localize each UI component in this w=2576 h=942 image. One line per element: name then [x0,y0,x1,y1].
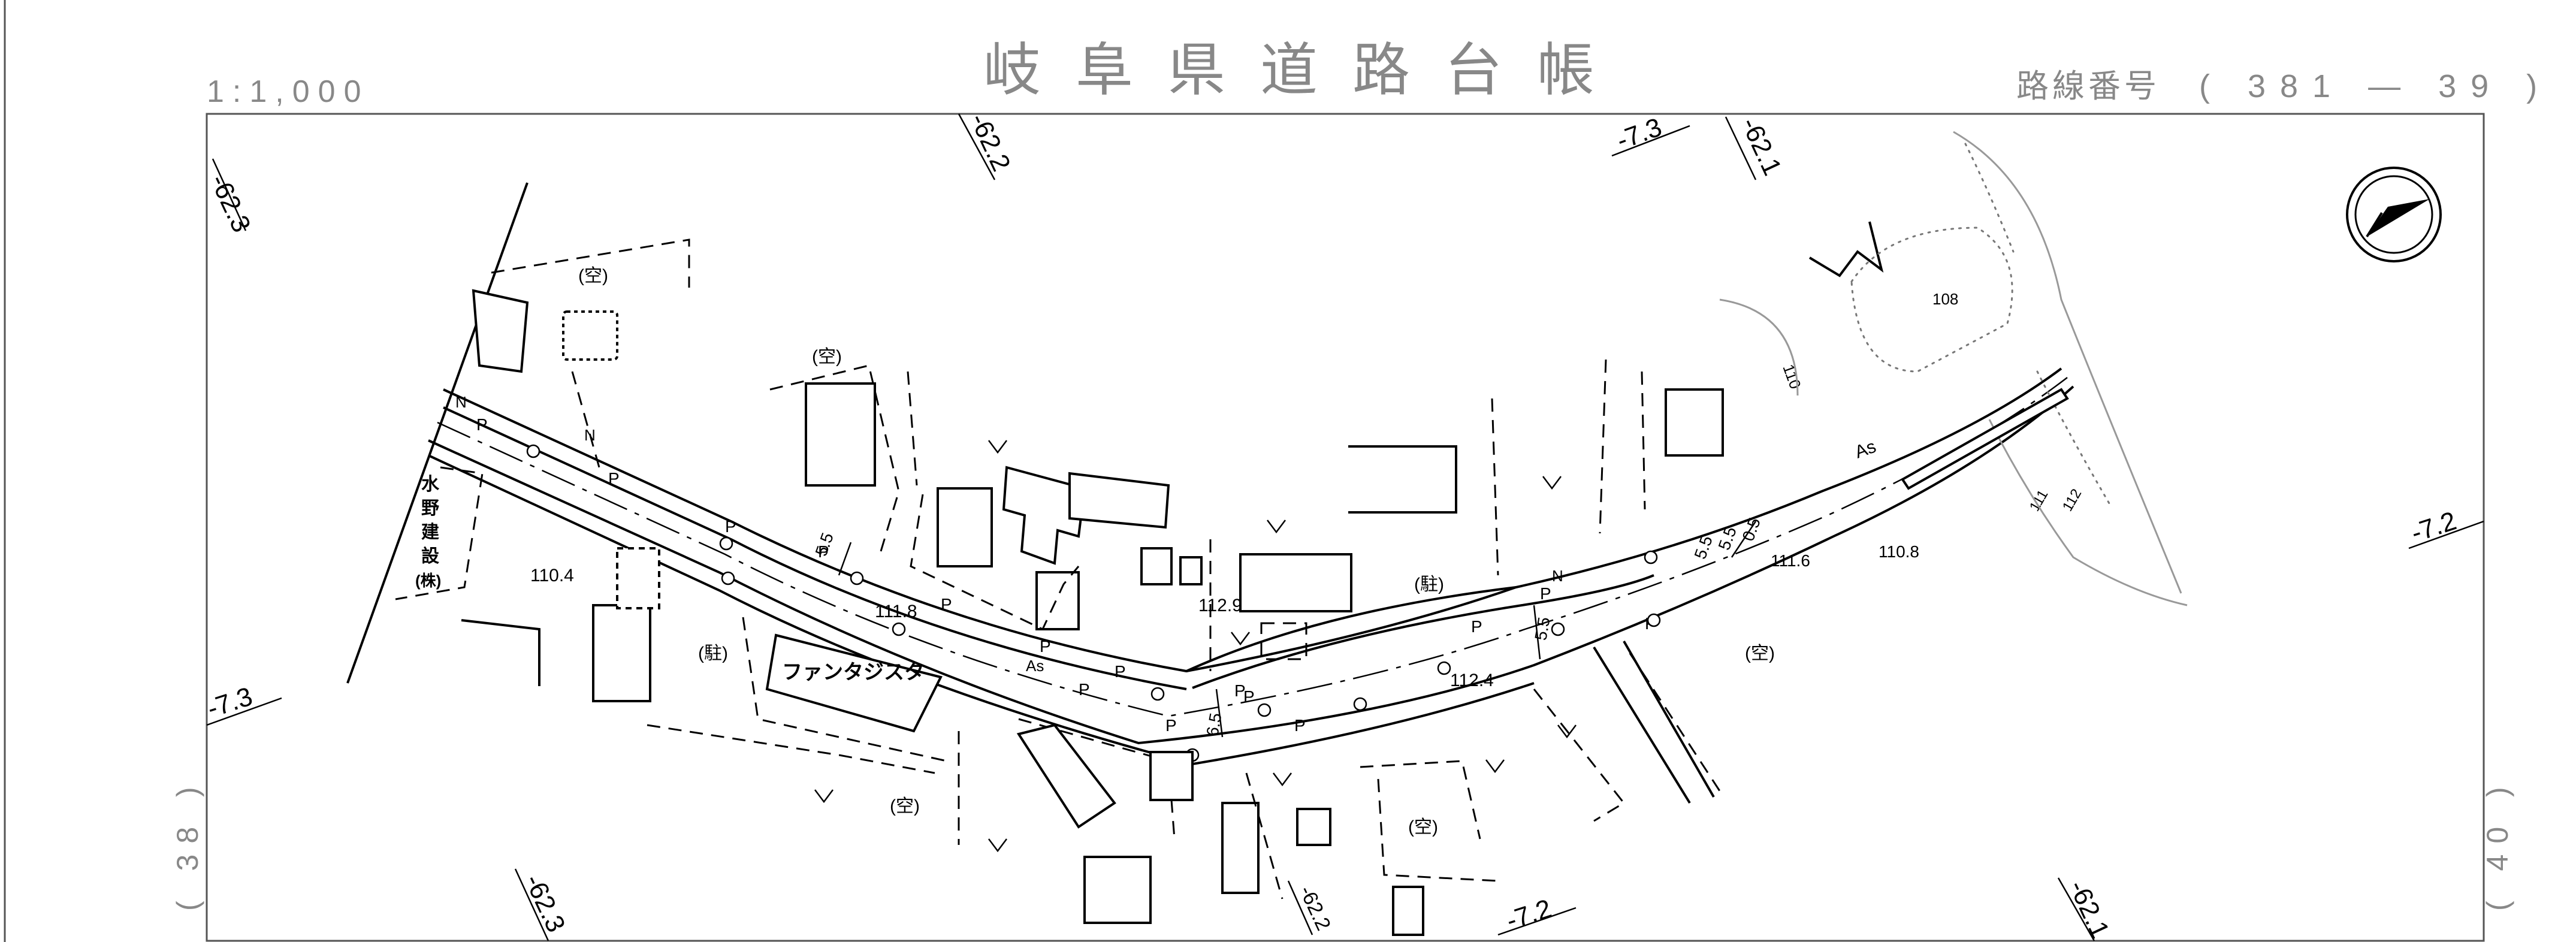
road-edge-north [443,367,2062,673]
grid-tick-bottom-2: -62.2 [1287,880,1335,935]
vacant-label: (空) [890,796,920,816]
store-label: ファンタジスタ [782,661,925,684]
company-char-3: 建 [421,523,439,542]
map-title: 岐阜県道路台帳 [983,38,1629,102]
adjacent-sheet-right: ( 40 ) [2481,776,2514,911]
guardrail [1901,388,2069,490]
side-road-edge-3 [1629,653,1721,792]
grid-tick-top-2: -62.2 [958,109,1016,180]
company-label: 水 野 建 設 (株) [415,475,441,590]
company-char-2: 野 [421,499,439,518]
grid-label-top-4: -62.1 [1735,113,1787,180]
grid-label-bottom-4: -62.1 [2063,876,2115,942]
grid-label-left: -7.3 [204,681,256,723]
road-fixtures [526,444,1661,762]
grid-tick-bottom-3: -7.2 [1497,893,1577,936]
grid-tick-left: -7.3 [204,681,282,726]
company-char-1: 水 [421,475,440,494]
pole-marker: P [1471,617,1482,636]
road-width-3: 5.5 [1531,615,1553,642]
grid-label-top-2: -62.2 [964,109,1016,176]
company-char-5: (株) [415,572,441,590]
pole-marker: P [1294,716,1306,735]
terrain-contours [1719,131,2188,606]
elevation-5: 111.6 [1771,551,1810,570]
pole-marker: P [725,517,736,536]
elevation-points: 110.4 111.8 112.9 112.4 111.6 110.8 108 … [530,290,2085,690]
pole-marker: P [1040,637,1051,656]
road-centerline [437,377,2068,717]
elevation-10: 112 [2059,486,2085,514]
pole-marker: P [818,542,829,561]
vacant-label: (空) [1745,644,1775,663]
elevation-8: 110 [1779,362,1804,391]
pole-marker: P [1540,584,1551,603]
pole-marker: P [941,595,952,614]
elevation-3: 112.9 [1198,596,1242,615]
company-char-4: 設 [421,546,439,566]
grid-label-top-1: -62.3 [204,170,256,237]
grid-tick-top-4: -62.1 [1725,113,1787,180]
pavement-label-1: As [1026,657,1044,675]
road-edge-north-inner [443,406,1187,690]
vegetation-marks [814,440,1577,853]
pole-marker: P [1234,681,1246,700]
side-road-edge-2 [1623,641,1715,798]
road-edge-south [428,385,2074,745]
road-spur-edge-2 [1192,574,1654,689]
manhole-marker: N [1552,567,1563,585]
pole-marker: P [1079,680,1090,699]
vacant-label: (空) [578,266,608,286]
pole-marker: P [1243,687,1255,706]
parcels-north [346,182,1884,684]
north-arrow-icon [2346,167,2442,262]
pole-marker: P [476,415,488,434]
route-number: ( 381 ― 39 ) [2199,68,2551,104]
pavement-label-2: As [1852,437,1879,463]
grid-label-right: -7.2 [2408,506,2460,548]
elevation-4: 112.4 [1450,671,1494,690]
elevation-7: 108 [1932,290,1958,308]
route-label: 路線番号 [2016,68,2160,104]
grid-tick-bottom-4: -62.1 [2057,876,2115,942]
side-road-edge-1 [1593,646,1691,804]
map-frame [206,113,2485,942]
parking-label: (駐) [1414,575,1444,594]
grid-tick-right: -7.2 [2408,506,2484,550]
elevation-2: 111.8 [875,602,917,621]
grid-label-bottom-3: -7.2 [1503,893,1555,935]
grid-label-bottom-1: -62.3 [519,870,571,937]
elevation-1: 110.4 [530,566,574,585]
road-width-2: 6.5 [1203,711,1225,738]
vacant-label: (空) [812,347,842,367]
grid-label-top-3: -7.3 [1613,112,1666,155]
grid-tick-top-3: -7.3 [1611,112,1690,157]
road-spur-edge [1186,586,1517,672]
map-scale: 1:1,000 [207,74,370,109]
utility-poles: P P P P P P P P P P P P P P P N N N [455,393,1656,735]
road-width-4: 0.5 [1739,515,1764,544]
elevation-6: 110.8 [1879,542,1919,561]
parking-label: (駐) [698,644,728,663]
pole-marker: P [1165,716,1177,735]
parcels-south [395,466,1626,936]
pole-marker: P [1115,662,1126,681]
grid-tick-top-1: -62.3 [204,158,256,237]
pole-marker: P [608,469,620,488]
manhole-marker: N [455,393,467,411]
grid-tick-bottom-1: -62.3 [514,868,571,941]
vacant-label: (空) [1408,817,1438,837]
road-width-5: 5.5 [1715,524,1740,552]
adjacent-sheet-left: ( 38 ) [171,776,204,911]
